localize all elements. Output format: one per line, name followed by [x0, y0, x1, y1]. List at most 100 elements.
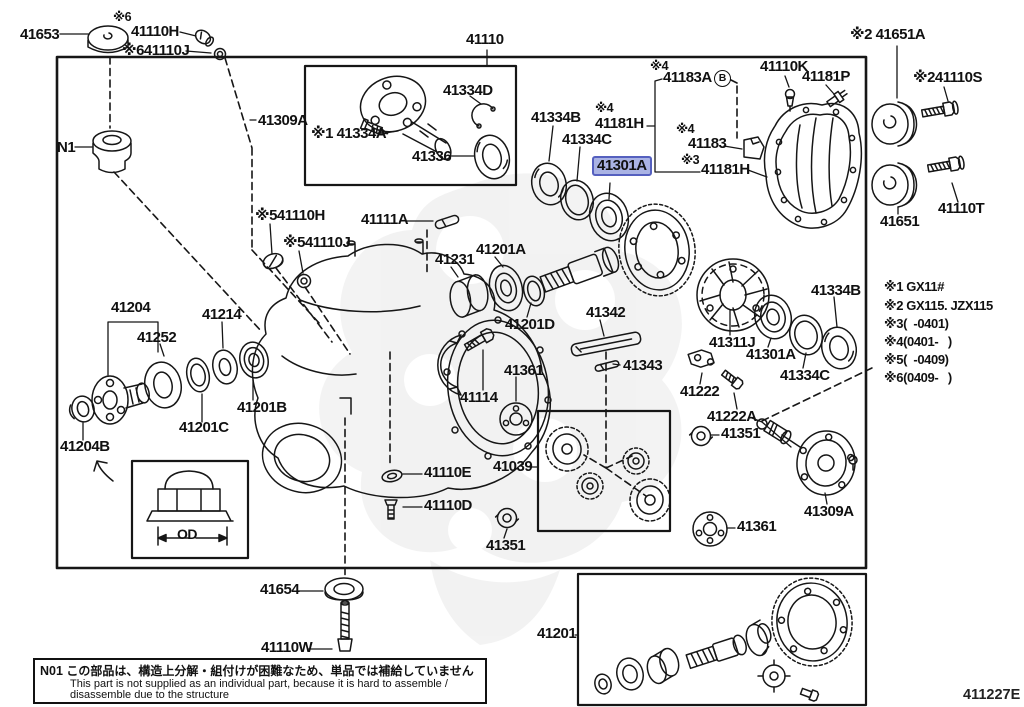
part-label-41653[interactable]: 41653	[20, 26, 60, 43]
diagram-code: 411227E	[963, 687, 1021, 703]
part-label-41039[interactable]: 41039	[493, 458, 533, 475]
cushion-41651a-drawing	[871, 101, 918, 147]
part-label-41110t[interactable]: 41110T	[938, 200, 985, 217]
part-label-41309a-top[interactable]: 41309A	[258, 112, 308, 129]
bearing-41201b-drawing	[239, 341, 269, 379]
part-label-41334d[interactable]: 41334D	[443, 82, 493, 99]
bearing-cap-drawing	[437, 334, 462, 396]
part-label-41110h[interactable]: 41110H	[131, 23, 179, 40]
part-label-41342[interactable]: 41342	[586, 304, 626, 321]
part-label-41222[interactable]: 41222	[680, 383, 720, 400]
diff-case-41311j-drawing	[696, 258, 770, 332]
side-gear-shaft-drawing	[756, 418, 858, 496]
note-english-line1: This part is not supplied as an individu…	[70, 678, 448, 690]
footnote-mark-3: ※3	[681, 153, 700, 167]
part-label-41201d[interactable]: 41201D	[505, 316, 555, 333]
seal-41252-drawing	[144, 361, 182, 409]
part-label-41110j-5[interactable]: ※541110J	[283, 234, 351, 251]
part-label-41204[interactable]: 41204	[111, 299, 151, 316]
part-label-41181h-3[interactable]: 41181H	[701, 161, 750, 178]
shim-41342-drawing	[570, 331, 642, 357]
nut-41110j5-drawing	[296, 273, 312, 289]
part-label-41301a-right[interactable]: 41301A	[746, 346, 796, 363]
part-label-41110k[interactable]: 41110K	[760, 58, 808, 75]
part-label-41201b[interactable]: 41201B	[237, 399, 287, 416]
part-label-41183[interactable]: 41183	[688, 135, 727, 152]
part-label-41351-right[interactable]: 41351	[721, 425, 761, 442]
breather-cap-drawing	[87, 25, 129, 54]
watermark	[319, 173, 682, 645]
final-gear-kit-drawing	[594, 577, 853, 702]
ref-label-n1: N1	[57, 139, 76, 156]
side-bearing-41301a-drawing	[753, 294, 793, 340]
part-label-41311j[interactable]: 41311J	[709, 334, 756, 351]
spider-gear-kit-drawing	[545, 426, 671, 522]
part-label-41651[interactable]: 41651	[880, 213, 920, 230]
final-gear-kit-box	[576, 572, 868, 707]
race-41201c-drawing	[185, 357, 211, 393]
spider-kit-box	[536, 409, 672, 533]
part-label-41111a[interactable]: 41111A	[361, 211, 409, 228]
drive-pinion-shaft-drawing	[539, 246, 620, 293]
part-label-41110j[interactable]: ※641110J	[122, 42, 190, 59]
companion-flange-box	[303, 64, 518, 187]
part-label-41351-bottom[interactable]: 41351	[486, 537, 526, 554]
part-label-41343[interactable]: 41343	[623, 357, 663, 374]
snap-ring-41334d-drawing	[471, 103, 496, 129]
part-label-41309a-bottom[interactable]: 41309A	[804, 503, 854, 520]
part-label-41222a[interactable]: 41222A	[707, 408, 757, 425]
part-label-41654[interactable]: 41654	[260, 581, 300, 598]
part-label-41110s[interactable]: ※241110S	[913, 69, 983, 86]
clamp-41183-drawing	[743, 136, 765, 160]
part-label-41334c-right[interactable]: 41334C	[780, 367, 830, 384]
part-label-41334c-top[interactable]: 41334C	[562, 131, 612, 148]
part-label-41183a[interactable]: 41183A	[663, 69, 712, 86]
note-id: N01	[40, 664, 63, 678]
part-label-41361-bottom[interactable]: 41361	[737, 518, 777, 535]
footnote-mark-6a: ※6	[113, 10, 132, 24]
part-label-41201a[interactable]: 41201A	[476, 241, 526, 258]
direction-arrow	[93, 460, 114, 482]
spacer-41231-drawing	[449, 274, 489, 318]
od-nut-drawing	[146, 470, 234, 546]
part-label-41201c[interactable]: 41201C	[179, 419, 229, 436]
footnote-5: ※5( -0409)	[884, 352, 949, 367]
part-label-41334a[interactable]: ※1 41334A	[311, 125, 387, 142]
part-label-41336[interactable]: 41336	[412, 148, 452, 165]
bushing-n1-drawing	[92, 130, 132, 174]
part-label-41114[interactable]: 41114	[460, 389, 498, 406]
part-label-41181h-4[interactable]: 41181H	[595, 115, 644, 132]
part-label-41361-mid[interactable]: 41361	[504, 362, 544, 379]
plug-41110h5-drawing	[262, 252, 284, 270]
pin-41343-drawing	[594, 360, 620, 372]
note-japanese-text: この部品は、構造上分解・組付けが困難なため、単品では補給していません	[66, 664, 474, 678]
part-label-41301a-selected[interactable]: 41301A	[592, 156, 652, 176]
diff-cover-drawing	[763, 102, 863, 229]
race-41334c-right-drawing	[788, 314, 824, 356]
bolt-41110s-drawing	[920, 100, 960, 121]
oil-seal-41336-drawing	[473, 134, 511, 180]
seal-41334b-right-drawing	[820, 326, 858, 370]
footnote-4: ※4(0401- )	[884, 334, 952, 349]
part-label-41204b[interactable]: 41204B	[60, 438, 110, 455]
part-label-41110d[interactable]: 41110D	[424, 497, 472, 514]
part-label-41334b-right[interactable]: 41334B	[811, 282, 861, 299]
companion-flange-drawing	[359, 75, 452, 161]
footnote-mark-4a: ※4	[595, 101, 614, 115]
grommet-41654-drawing	[324, 577, 364, 601]
part-label-41231[interactable]: 41231	[435, 251, 475, 268]
part-label-41201[interactable]: 41201	[537, 625, 577, 642]
part-label-41651a[interactable]: ※2 41651A	[850, 26, 926, 43]
output-flange-41204-drawing	[91, 375, 150, 425]
part-label-41110w[interactable]: 41110W	[261, 639, 313, 656]
part-label-41214[interactable]: 41214	[202, 306, 242, 323]
part-label-41181p[interactable]: 41181P	[802, 68, 850, 85]
od-dimension-label: OD	[177, 526, 198, 542]
part-label-41110h-5[interactable]: ※541110H	[255, 207, 325, 224]
part-label-41110e[interactable]: 41110E	[424, 464, 472, 481]
part-label-41252[interactable]: 41252	[137, 329, 177, 346]
washer-41361-mid-drawing	[499, 402, 533, 436]
part-label-41110[interactable]: 41110	[466, 31, 504, 48]
part-label-41334b-top[interactable]: 41334B	[531, 109, 581, 126]
